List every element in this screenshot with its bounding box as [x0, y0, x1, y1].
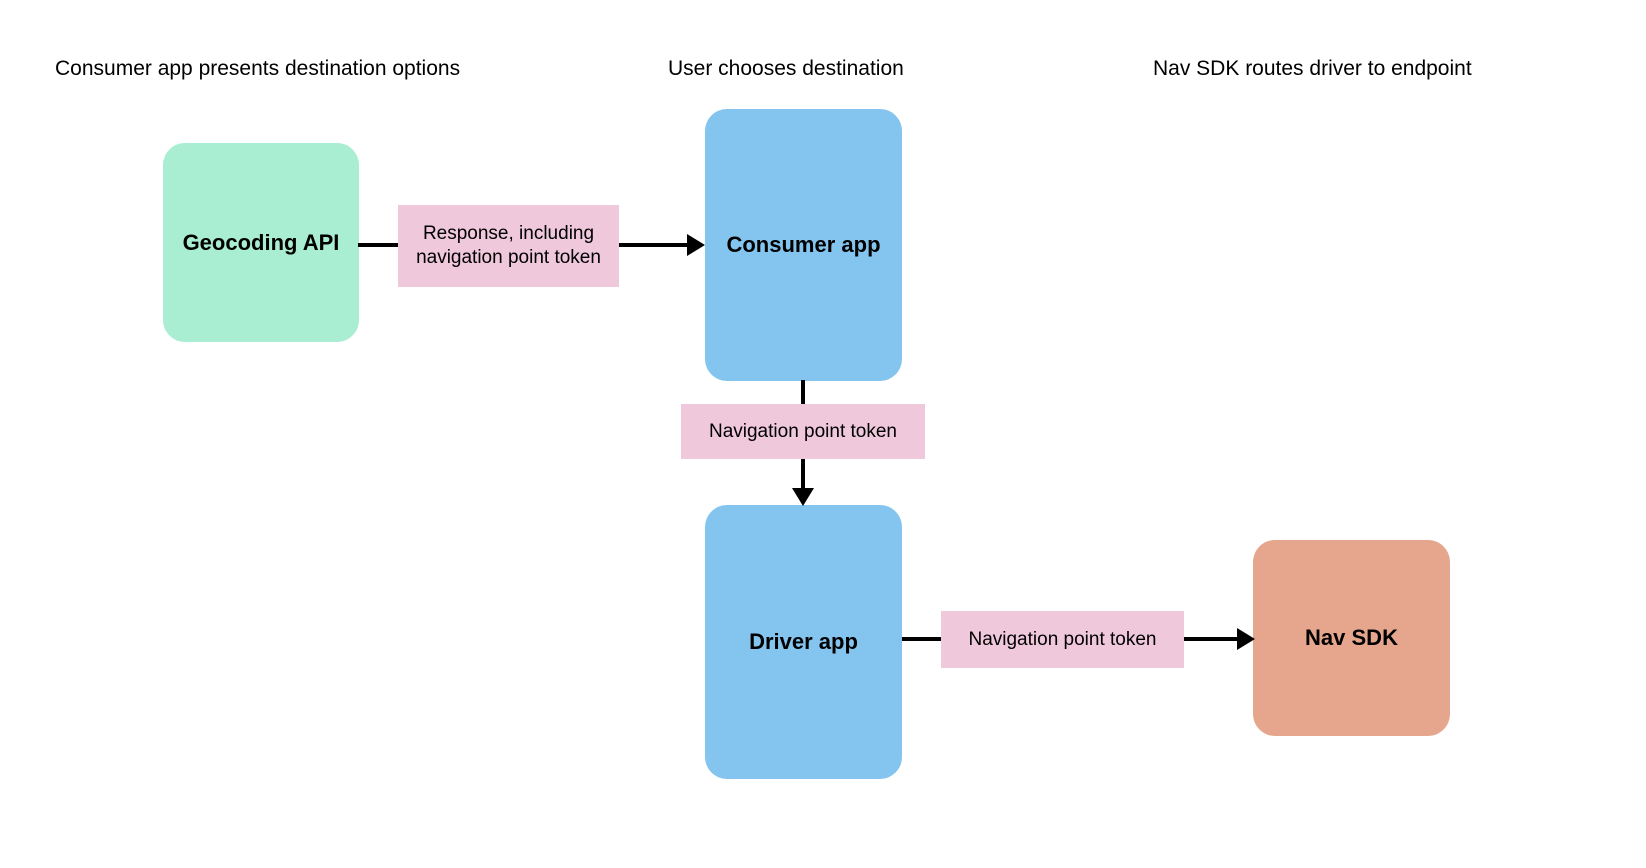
column-header-user-chooses: User chooses destination	[668, 57, 904, 80]
edge-line-driver-to-token-label	[902, 637, 945, 641]
edge-line-consumer-to-token-label	[801, 380, 805, 408]
node-driver-app[interactable]: Driver app	[705, 505, 902, 779]
node-consumer-app[interactable]: Consumer app	[705, 109, 902, 381]
edge-line-token-label-to-driver	[801, 455, 805, 491]
node-geocoding-api[interactable]: Geocoding API	[163, 143, 359, 342]
edge-label-navigation-point-token-driver-navsdk: Navigation point token	[941, 611, 1184, 668]
column-header-consumer-options: Consumer app presents destination option…	[55, 57, 461, 80]
node-driver-app-label: Driver app	[749, 629, 858, 654]
edge-line-geocoding-to-response-label	[358, 243, 402, 247]
node-consumer-app-label: Consumer app	[726, 232, 881, 257]
arrowhead-right-icon-to-consumer-app	[687, 234, 705, 256]
arrowhead-right-icon-to-nav-sdk	[1237, 628, 1255, 650]
arrowhead-down-icon-to-driver-app	[792, 488, 814, 506]
node-geocoding-api-label: Geocoding API	[182, 229, 340, 255]
column-header-nav-routes: Nav SDK routes driver to endpoint	[1153, 57, 1472, 80]
edge-label-navigation-point-token-text-1: Navigation point token	[708, 420, 897, 442]
edge-label-response-including-navigation-point-token: Response, including navigation point tok…	[398, 205, 619, 287]
edge-line-response-label-to-consumer	[615, 243, 689, 247]
edge-label-navigation-point-token-text-2: Navigation point token	[968, 628, 1157, 650]
node-nav-sdk[interactable]: Nav SDK	[1253, 540, 1450, 736]
edge-line-token-label-to-nav-sdk	[1180, 637, 1243, 641]
node-nav-sdk-label: Nav SDK	[1305, 625, 1398, 650]
edge-label-response-text: Response, including navigation point tok…	[416, 223, 601, 268]
edge-label-navigation-point-token-consumer-driver: Navigation point token	[681, 404, 925, 459]
